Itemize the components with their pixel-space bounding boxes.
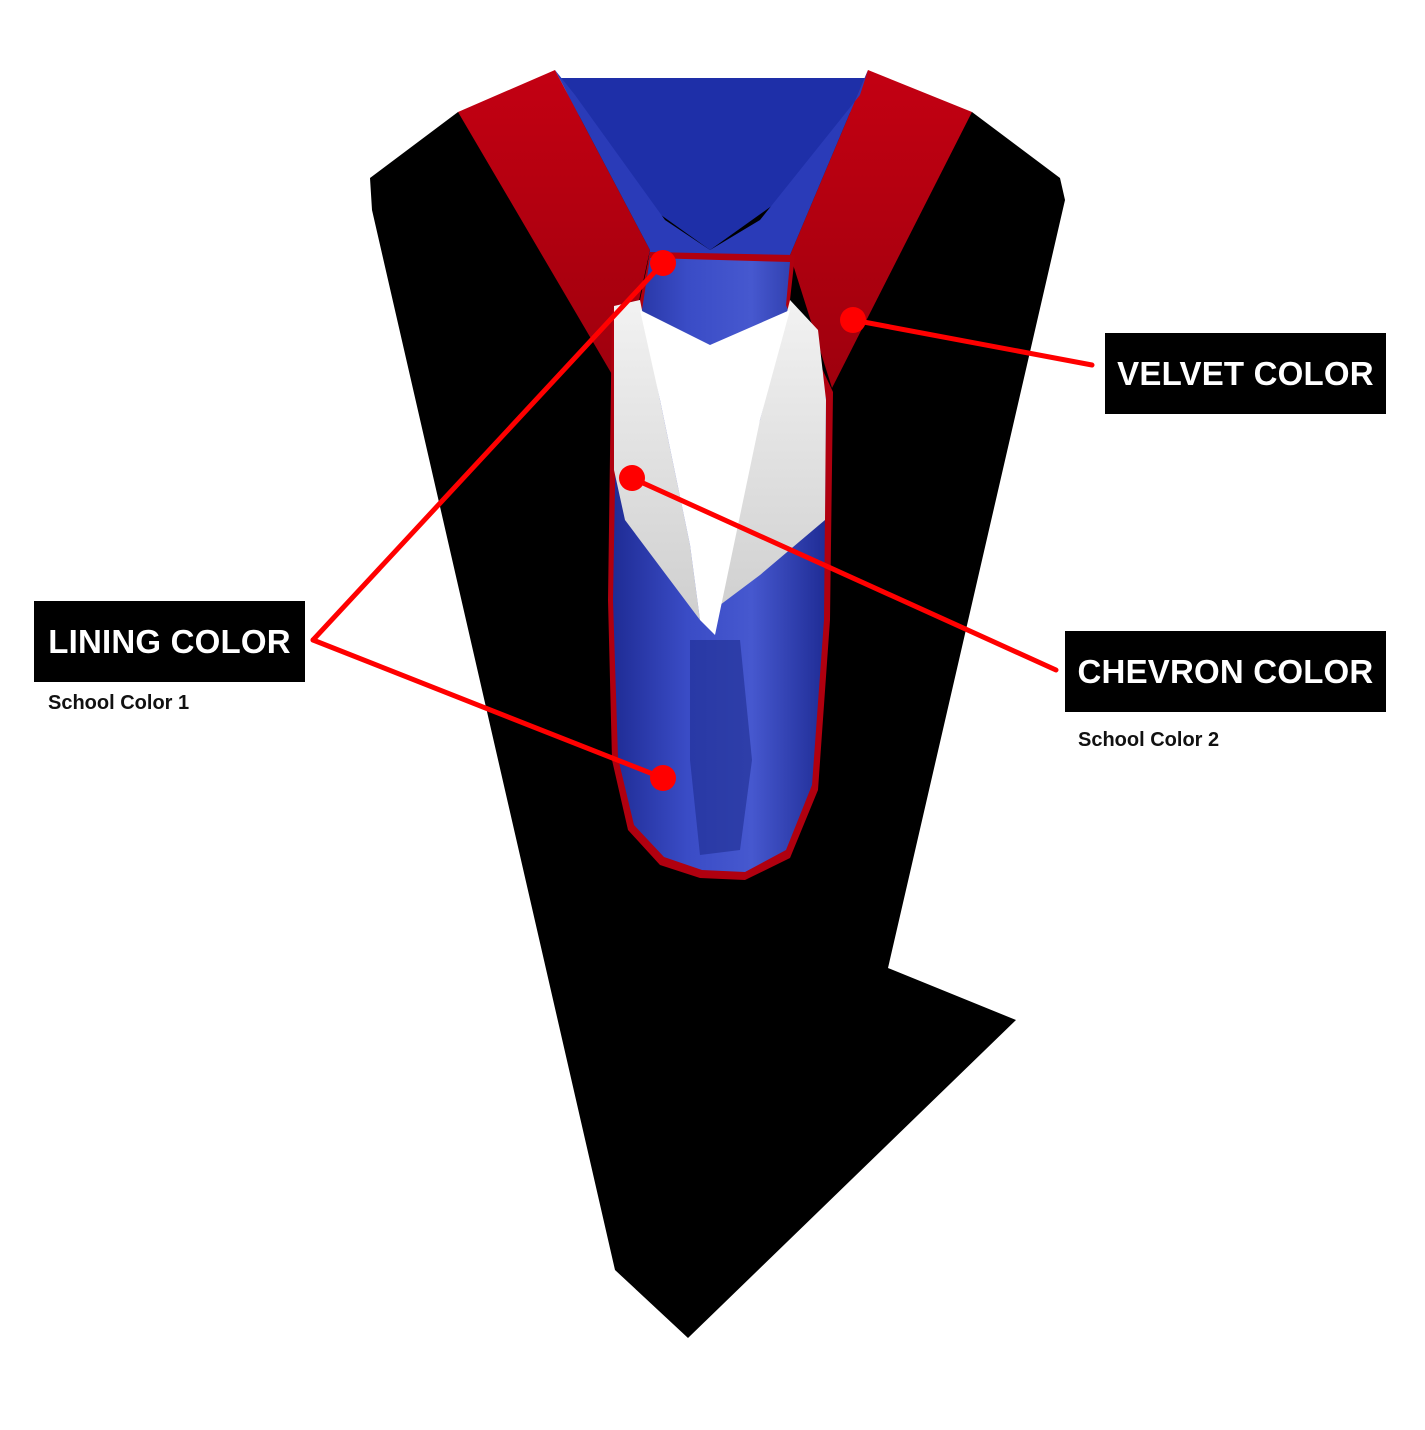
lining-color-sublabel: School Color 1 — [48, 692, 190, 714]
dot-velvet — [840, 307, 866, 333]
velvet-band-left — [458, 70, 650, 388]
dot-lining-top — [650, 250, 676, 276]
velvet-band-right — [790, 70, 972, 388]
lining-fold — [690, 640, 752, 855]
pointer-velvet — [850, 317, 1095, 368]
pointer-lines — [310, 260, 1095, 781]
dot-lining-bottom — [650, 765, 676, 791]
pointer-lining-top — [310, 260, 666, 643]
back-lining — [560, 78, 870, 250]
hood-opening — [640, 310, 790, 635]
chevron-color-sublabel: School Color 2 — [1078, 729, 1220, 751]
dot-chevron — [619, 465, 645, 491]
pointer-dots — [619, 250, 866, 791]
pointer-lining-bottom — [310, 637, 666, 781]
velvet-color-label: VELVET COLOR — [1105, 333, 1386, 414]
lining-color-label: LINING COLOR — [34, 601, 305, 682]
pointer-chevron — [629, 475, 1059, 673]
chevron-color-label: CHEVRON COLOR — [1065, 631, 1386, 712]
chevron-left — [614, 300, 700, 620]
